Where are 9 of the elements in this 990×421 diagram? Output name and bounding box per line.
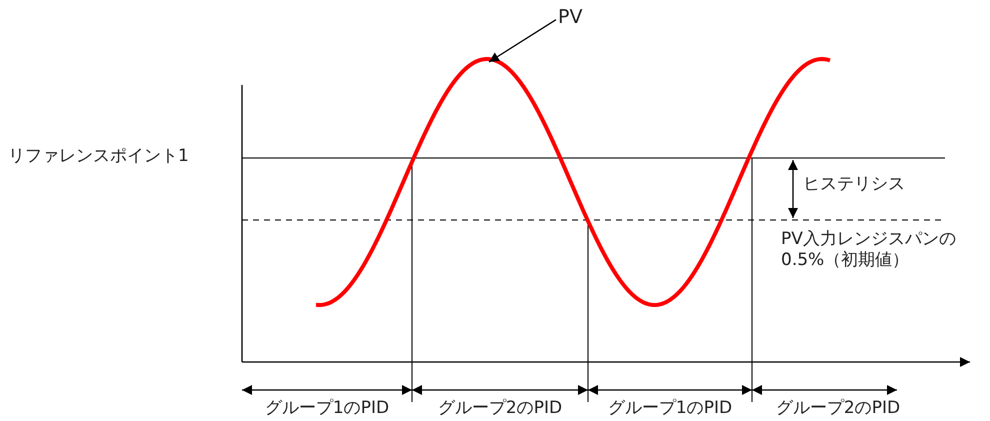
span-label: グループ2のPID — [438, 398, 562, 418]
span-label: グループ1のPID — [608, 398, 732, 418]
leader-line — [488, 19, 556, 63]
dimension-label: ヒステリシス — [803, 174, 905, 194]
span-label: グループ2のPID — [776, 398, 900, 418]
span-label: グループ1のPID — [264, 398, 390, 418]
axis-label: リファレンスポイント1 — [8, 146, 189, 166]
note: PV入力レンジスパンの0.5%（初期値） — [781, 229, 957, 272]
series-label: PV — [558, 6, 582, 29]
